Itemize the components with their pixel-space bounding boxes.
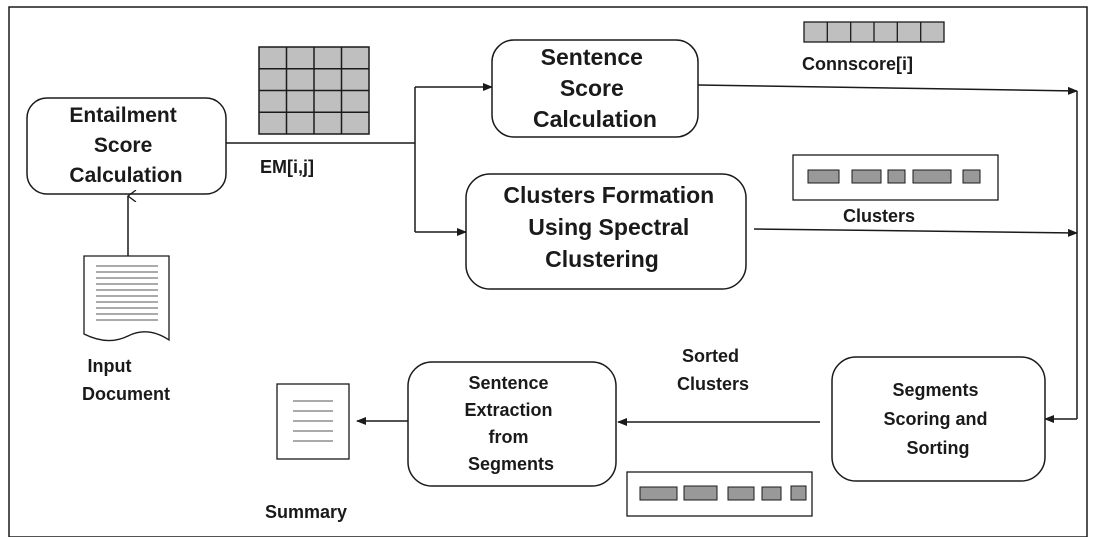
connscore-label: Connscore[i] [802, 54, 913, 74]
summary-label: Summary [265, 502, 347, 522]
input-document-label: Input Document [82, 356, 170, 404]
arrow-clusters-to-merge [753, 228, 1078, 237]
segments-scoring-box [831, 356, 1046, 482]
sentence-extraction-label: Sentence Extraction from Segments [464, 373, 557, 474]
arrow-connscore-to-merge [697, 84, 1078, 95]
clusters-icon [792, 154, 999, 201]
sorted-clusters-icon [626, 471, 813, 517]
em-matrix-label: EM[i,j] [260, 157, 314, 177]
clusters-formation-box [465, 173, 747, 290]
clusters-formation-label: Clusters Formation Using Spectral Cluste… [503, 182, 720, 272]
segments-scoring-label: Segments Scoring and Sorting [883, 380, 992, 458]
matrix-grid-icon [258, 46, 370, 135]
array-cells-icon [803, 21, 945, 43]
sentence-score-label: Sentence Score Calculation [533, 44, 657, 132]
entailment-score-box [26, 97, 227, 195]
sentence-extraction-box [407, 361, 617, 487]
sorted-clusters-label: Sorted Clusters [677, 346, 749, 394]
entailment-score-label: Entailment Score Calculation [69, 104, 182, 187]
input-document-icon [83, 255, 170, 342]
sentence-score-box [491, 39, 699, 138]
clusters-label: Clusters [843, 206, 915, 226]
summary-document-icon [276, 383, 350, 460]
outer-frame [8, 6, 1088, 537]
